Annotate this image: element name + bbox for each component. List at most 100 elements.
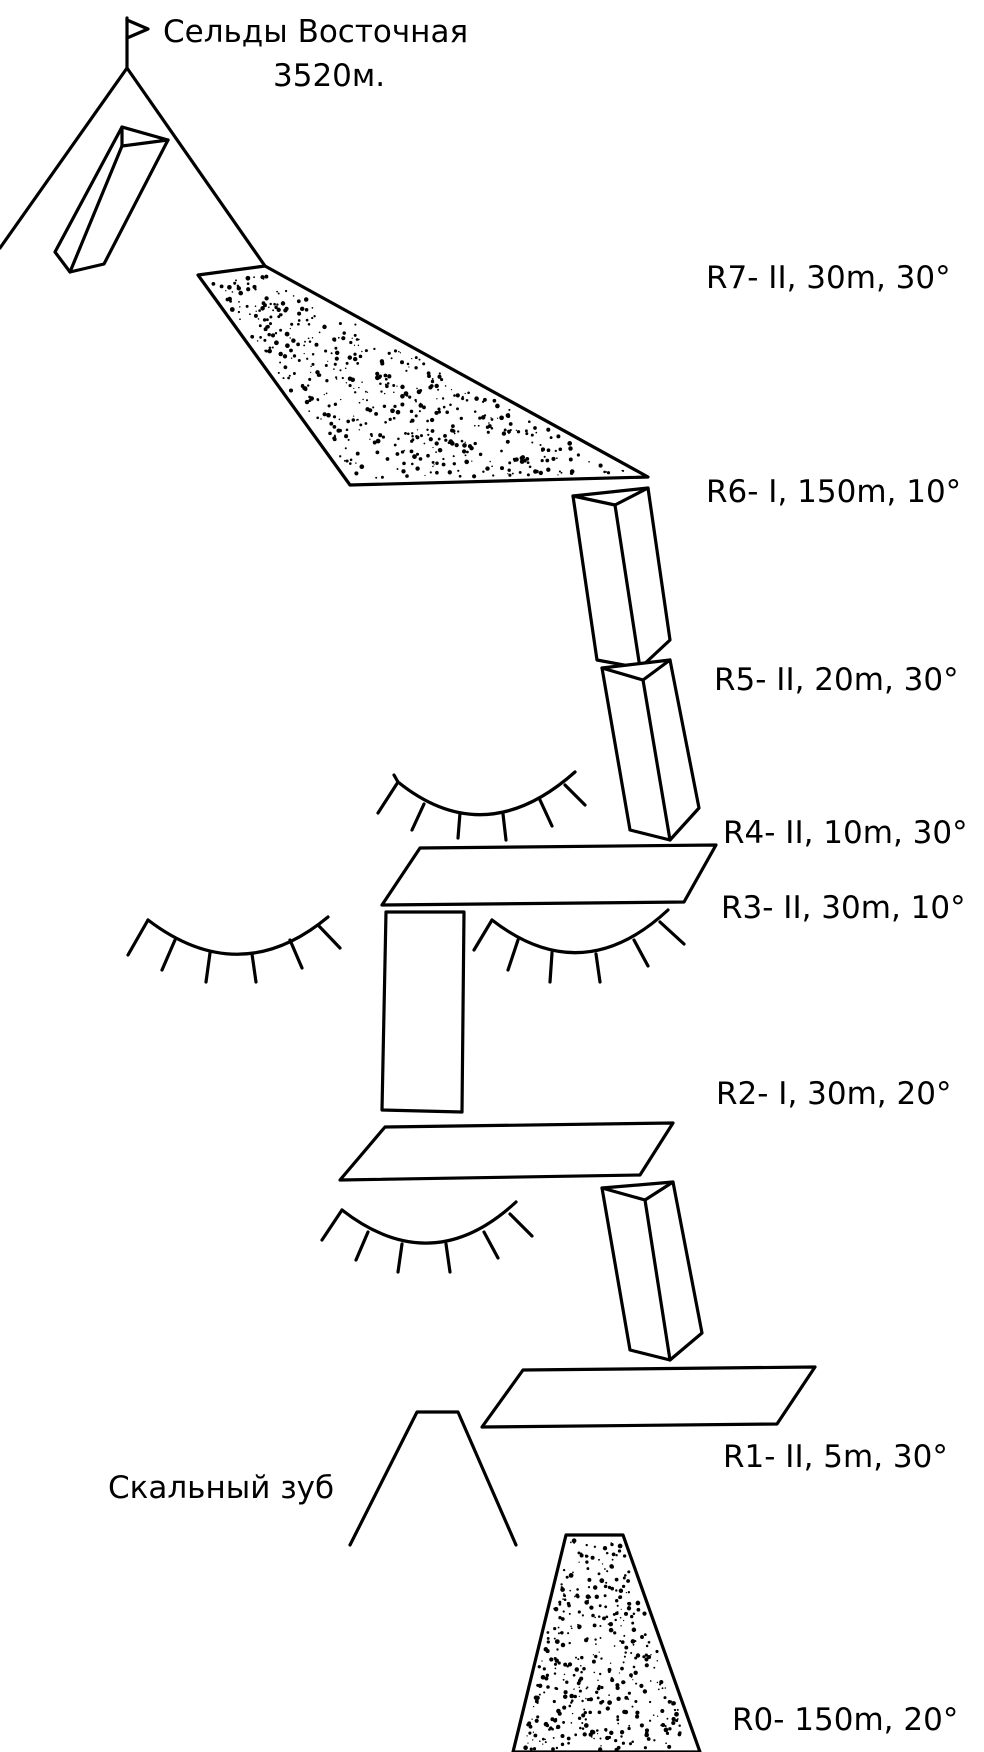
scree-speckle (347, 438, 350, 441)
scree-speckle (671, 1720, 676, 1726)
scree-speckle (450, 428, 455, 433)
scree-speckle (623, 1709, 629, 1715)
scree-speckle (383, 373, 388, 378)
scree-speckle (432, 465, 434, 468)
scree-speckle (598, 1558, 600, 1561)
scree-speckle (546, 467, 551, 472)
scree-speckle (542, 1667, 546, 1671)
scree-speckle (585, 1687, 588, 1690)
scree-speckle (649, 1680, 652, 1682)
scree-speckle (268, 346, 272, 350)
scree-speckle (279, 328, 283, 332)
scree-speckle (318, 331, 321, 334)
scree-speckle (614, 1577, 619, 1582)
scree-field-icon (511, 1533, 702, 1752)
scree-speckle (619, 1640, 622, 1642)
scree-speckle (534, 1718, 539, 1723)
scree-speckle (630, 1639, 636, 1644)
scree-speckle (514, 457, 519, 462)
scree-speckle (612, 1612, 616, 1616)
scree-speckle (332, 425, 337, 429)
scree-speckle (644, 1663, 649, 1668)
scree-speckle (647, 1640, 651, 1644)
pitch-label-r0: R0- 150m, 20° (732, 1702, 958, 1738)
scree-speckle (482, 397, 487, 402)
scree-speckle (464, 392, 466, 395)
scree-speckle (461, 449, 467, 454)
scree-speckle (373, 347, 376, 351)
scree-speckle (635, 1682, 638, 1685)
scree-speckle (557, 1626, 560, 1629)
scree-speckle (588, 1710, 592, 1715)
scree-speckle (597, 1710, 602, 1715)
scree-speckle (574, 1733, 578, 1737)
scree-speckle (533, 426, 537, 430)
scree-speckle (627, 1726, 631, 1731)
scree-speckle (635, 1710, 640, 1715)
scree-speckle (644, 1728, 650, 1733)
scree-speckle (566, 1601, 571, 1606)
scree-speckle (568, 1573, 574, 1578)
scree-speckle (607, 1735, 612, 1739)
scree-speckle (384, 420, 387, 424)
scree-speckle (593, 1671, 596, 1674)
scree-speckle (659, 1680, 664, 1685)
scree-speckle (545, 458, 550, 463)
scree-speckle (495, 403, 500, 409)
scree-speckle (253, 276, 256, 279)
scree-speckle (409, 409, 414, 414)
scree-speckle (333, 402, 338, 406)
scree-speckle (610, 1565, 614, 1569)
scree-speckle (339, 455, 342, 458)
scree-speckle (334, 356, 339, 361)
scree-speckle (370, 434, 373, 438)
scree-speckle (553, 1657, 557, 1660)
scree-speckle (267, 332, 271, 337)
scree-speckle (387, 374, 392, 379)
cornice-icon (472, 908, 686, 984)
pitch-label-r1: R1- II, 5m, 30° (723, 1439, 948, 1475)
scree-speckle (501, 431, 507, 436)
scree-speckle (211, 282, 216, 286)
scree-speckle (451, 424, 455, 428)
scree-speckle (437, 388, 440, 391)
scree-speckle (398, 350, 400, 353)
scree-speckle (596, 1686, 601, 1691)
scree-speckle (283, 308, 288, 313)
scree-speckle (338, 321, 342, 326)
scree-speckle (270, 333, 276, 338)
scree-speckle (657, 1688, 660, 1691)
scree-speckle (509, 429, 512, 432)
scree-speckle (353, 333, 357, 337)
scree-speckle (531, 1718, 533, 1720)
scree-speckle (350, 377, 356, 383)
scree-speckle (562, 1720, 566, 1724)
scree-speckle (309, 396, 314, 401)
scree-speckle (562, 1610, 565, 1613)
scree-speckle (322, 324, 327, 330)
scree-speckle (374, 411, 379, 416)
scree-speckle (426, 419, 429, 423)
scree-speckle (589, 1606, 592, 1609)
scree-speckle (551, 1747, 555, 1751)
scree-speckle (661, 1723, 666, 1727)
scree-speckle (437, 437, 441, 441)
scree-speckle (639, 1683, 644, 1688)
scree-speckle (503, 428, 507, 432)
scree-speckle (316, 416, 320, 420)
scree-speckle (615, 1685, 620, 1691)
scree-speckle (528, 1731, 532, 1735)
scree-speckle (579, 1552, 583, 1555)
scree-speckle (375, 450, 380, 455)
scree-speckle (422, 362, 426, 366)
scree-speckle (428, 437, 433, 442)
scree-speckle (606, 471, 611, 475)
scree-speckle (598, 1651, 600, 1653)
scree-speckle (248, 313, 251, 316)
scree-speckle (289, 337, 291, 339)
scree-speckle (578, 1695, 580, 1698)
scree-speckle (563, 1690, 568, 1695)
scree-speckle (496, 417, 499, 419)
scree-speckle (279, 361, 282, 364)
scree-speckle (418, 457, 423, 461)
